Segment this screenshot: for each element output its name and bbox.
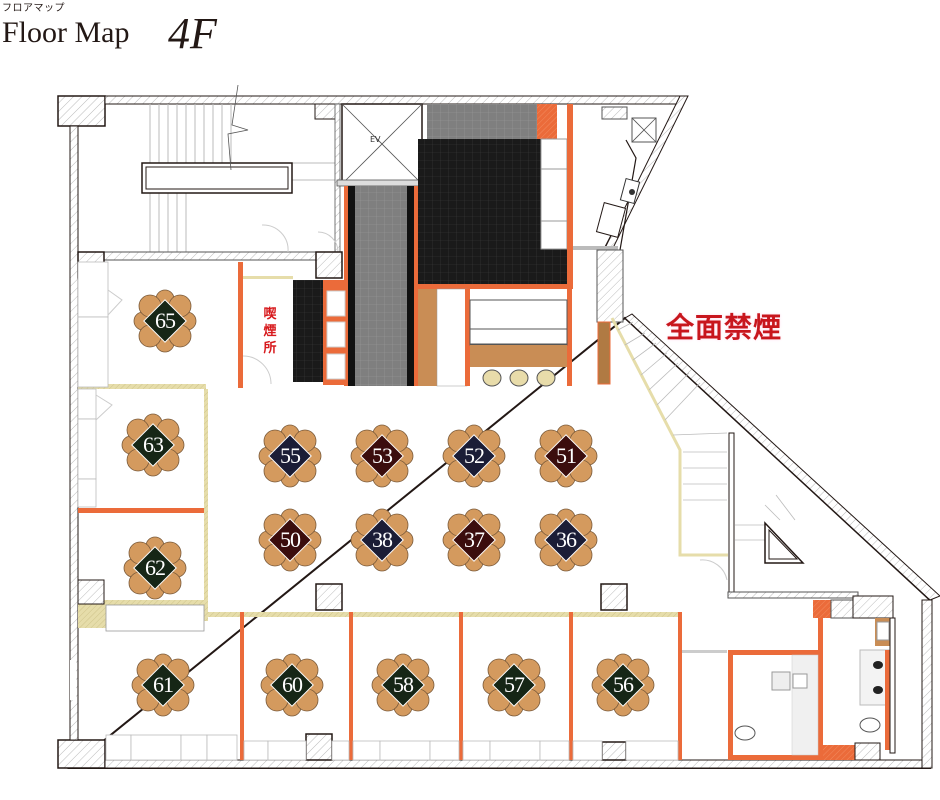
table-57[interactable]: 57 — [484, 655, 544, 715]
table-60[interactable]: 60 — [262, 655, 322, 715]
smoking-room-area — [238, 262, 347, 388]
escalator — [344, 186, 418, 386]
table-53[interactable]: 53 — [352, 426, 412, 486]
table-62[interactable]: 62 — [125, 538, 185, 598]
table-number: 55 — [280, 443, 301, 468]
floor-map-kana: フロアマップ — [2, 3, 65, 14]
table-65[interactable]: 65 — [135, 291, 195, 351]
table-51[interactable]: 51 — [536, 426, 596, 486]
table-number: 60 — [282, 672, 303, 697]
table-61[interactable]: 61 — [133, 655, 193, 715]
floor-number: 4F — [168, 9, 217, 58]
table-55[interactable]: 55 — [260, 426, 320, 486]
table-number: 37 — [464, 527, 485, 552]
booth-area — [418, 104, 573, 289]
elevator — [336, 103, 428, 187]
smoking-room-label: 喫煙所 — [263, 307, 277, 356]
table-number: 52 — [464, 443, 485, 468]
no-smoking-notice: 全面禁煙 — [666, 311, 783, 344]
page-title: Floor Map — [2, 16, 130, 49]
table-number: 50 — [280, 527, 301, 552]
table-number: 62 — [145, 555, 166, 580]
table-36[interactable]: 36 — [536, 510, 596, 570]
elevator-label: EV — [370, 135, 381, 144]
outer-walls — [57, 95, 940, 769]
table-number: 58 — [393, 672, 414, 697]
table-number: 38 — [372, 527, 393, 552]
table-38[interactable]: 38 — [352, 510, 412, 570]
bar-counter — [418, 288, 572, 387]
table-37[interactable]: 37 — [444, 510, 504, 570]
bottom-rooms — [206, 583, 682, 761]
table-number: 63 — [143, 432, 164, 457]
table-number: 56 — [613, 672, 634, 697]
table-number: 61 — [153, 672, 174, 697]
table-number: 65 — [155, 308, 176, 333]
table-63[interactable]: 63 — [123, 415, 183, 475]
right-stairs — [610, 317, 859, 599]
tables — [121, 289, 655, 717]
table-number: 57 — [504, 672, 525, 697]
left-rooms — [70, 261, 238, 761]
table-number: 53 — [372, 443, 393, 468]
table-number: 51 — [556, 443, 577, 468]
restrooms — [682, 595, 896, 761]
table-number: 36 — [556, 527, 577, 552]
kitchen-area — [573, 106, 657, 385]
table-58[interactable]: 58 — [373, 655, 433, 715]
table-56[interactable]: 56 — [593, 655, 653, 715]
table-52[interactable]: 52 — [444, 426, 504, 486]
stairwell — [77, 84, 343, 279]
table-50[interactable]: 50 — [260, 510, 320, 570]
